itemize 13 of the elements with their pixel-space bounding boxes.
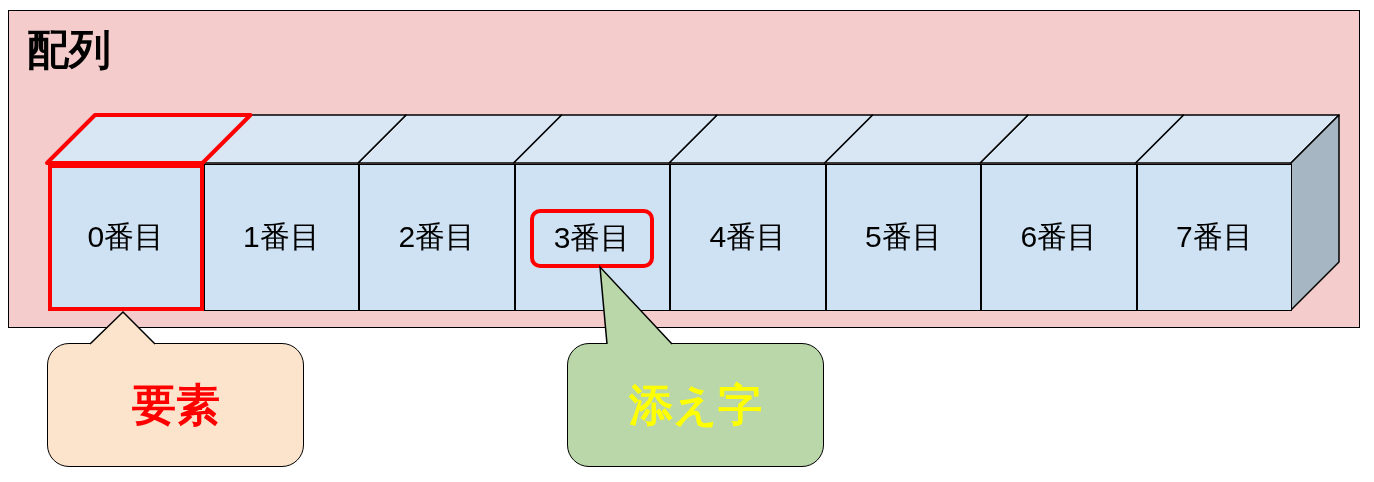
array-cell: 5番目 [825,164,981,311]
array-cell [514,164,670,311]
callout-tail [599,264,673,345]
array-cell: 6番目 [981,164,1137,311]
array-panel [8,10,1360,328]
array-cell: 0番目 [48,164,204,311]
array-cell: 4番目 [670,164,826,311]
array-cell: 7番目 [1136,164,1292,311]
array-cell: 2番目 [359,164,515,311]
highlighted-label: 3番目 [530,209,654,268]
panel-title: 配列 [27,29,111,71]
callout-tail [89,310,156,345]
array-cell: 1番目 [203,164,359,311]
